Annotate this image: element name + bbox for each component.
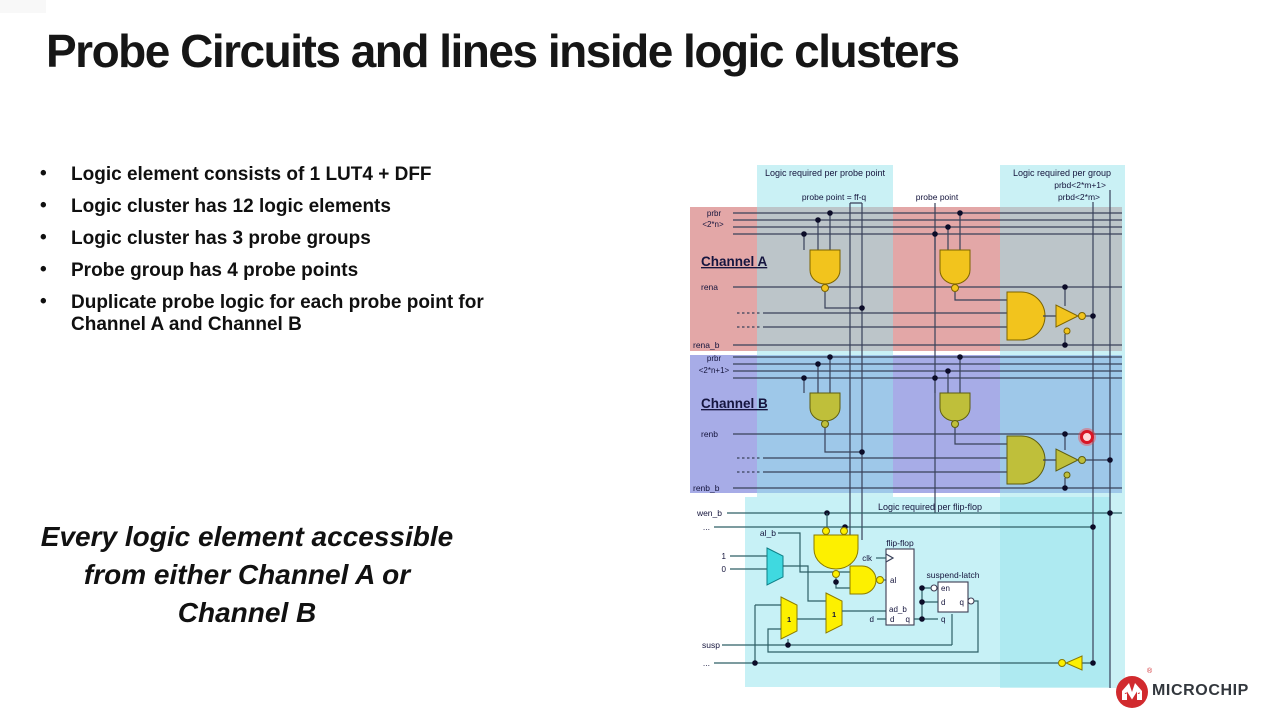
suspend-latch-title: suspend-latch (927, 570, 980, 580)
latch-q-bubble (967, 597, 975, 605)
label-probe-point: probe point (916, 192, 959, 202)
bullet-item: Logic element consists of 1 LUT4 + DFF (38, 163, 524, 186)
ellipsis-a: ... (703, 522, 710, 532)
clock-mux (766, 547, 784, 586)
label-susp: susp (702, 640, 720, 650)
label-prbr-b: prbr (707, 354, 722, 363)
bullet-item: Probe group has 4 probe points (38, 259, 524, 282)
ff-port-al: al (890, 576, 896, 585)
tristate-buffer-a (1055, 304, 1080, 328)
label-prbr-a: prbr (707, 209, 722, 218)
ff-port-ad-b: ad_b (889, 605, 907, 614)
page-title: Probe Circuits and lines inside logic cl… (46, 25, 960, 77)
label-probe-point-ffq: probe point = ff-q (802, 192, 867, 202)
inverter-bubble (1058, 659, 1066, 667)
bullet-item: Logic cluster has 12 logic elements (38, 195, 524, 218)
label-mux-in-1: 1 (722, 552, 727, 561)
prbd-wires (1092, 190, 1111, 688)
label-mux-in-0: 0 (722, 565, 727, 574)
label-ext-d: d (870, 615, 874, 624)
bus-lines-a (733, 212, 1122, 235)
probe-circuit-diagram: Logic required per probe point Logic req… (690, 163, 1130, 693)
nand-gate-b2 (939, 392, 971, 422)
probe-wires (849, 202, 936, 565)
label-wen-b: wen_b (696, 508, 722, 518)
registered-mark: ® (1147, 668, 1153, 675)
nand-gate-al (849, 565, 877, 595)
group-column (1000, 165, 1125, 688)
label-rena: rena (701, 282, 718, 292)
label-prbd-m1: prbd<2*m+1> (1054, 180, 1106, 190)
header-flipflop: Logic required per flip-flop (878, 502, 982, 512)
label-prbd-m: prbd<2*m> (1058, 192, 1100, 202)
inverter-gate (1064, 655, 1083, 671)
latch-port-en: en (941, 584, 950, 593)
label-ext-q: q (941, 615, 945, 624)
label-prbr-a-idx: <2*n> (702, 220, 724, 229)
bullet-item: Duplicate probe logic for each probe poi… (38, 291, 524, 336)
nand-gate-b1 (809, 392, 841, 422)
channel-a-title: Channel A (701, 254, 768, 269)
and-gate-a (1006, 291, 1046, 341)
and-inv-gate (813, 534, 859, 570)
nand-gate-a2 (939, 249, 971, 285)
callout-line: Channel B (177, 597, 317, 628)
microchip-logo-icon (1116, 676, 1148, 708)
channel-b-title: Channel B (701, 396, 768, 411)
label-al-b: al_b (760, 528, 776, 538)
and-gate-b (1006, 435, 1046, 485)
circuit-svg: Logic required per probe point Logic req… (690, 165, 1125, 688)
latch-port-q: q (960, 598, 964, 607)
ellipsis-b: ... (703, 658, 710, 668)
microchip-wordmark: MICROCHIP (1152, 682, 1249, 699)
dotted-stub-b (737, 457, 761, 473)
latch-en-bubble (930, 584, 938, 592)
nand-gate-a1 (809, 249, 841, 285)
callout-line: Every logic element accessible (40, 521, 454, 552)
label-renb: renb (701, 429, 718, 439)
ff-port-d: d (890, 615, 894, 624)
flipflop-box (885, 548, 915, 626)
probe-data-lines-a (763, 312, 1007, 328)
mux-1 (780, 596, 798, 640)
suspend-latch-box (937, 581, 969, 613)
callout-line: from either Channel A or (83, 559, 411, 590)
bullet-list: Logic element consists of 1 LUT4 + DFF L… (38, 163, 524, 346)
ff-port-q: q (906, 615, 910, 624)
red-highlight-marker (1078, 428, 1096, 446)
probe-data-lines-b (763, 457, 1007, 473)
label-clk: clk (862, 554, 873, 563)
corner-artifact (0, 0, 46, 13)
bullet-item: Logic cluster has 3 probe groups (38, 227, 524, 250)
flipflop-title: flip-flop (886, 538, 914, 548)
mux-1-label: 1 (787, 615, 791, 624)
clk-edge-triangle (885, 553, 895, 563)
header-group: Logic required per group (1013, 168, 1111, 178)
label-renb-b: renb_b (693, 483, 720, 493)
mux-2-label: 1 (832, 610, 836, 619)
tristate-buffer-b (1055, 448, 1080, 472)
bus-lines-b (733, 356, 1122, 379)
mux-2 (825, 592, 843, 634)
label-prbr-b-idx: <2*n+1> (699, 366, 730, 375)
latch-port-d: d (941, 598, 945, 607)
label-rena-b: rena_b (693, 340, 720, 350)
dotted-stub-a (737, 312, 761, 328)
header-probe-point: Logic required per probe point (765, 168, 886, 178)
nand-a1-bubble (821, 284, 829, 292)
callout-text: Every logic element accessible from eith… (16, 518, 478, 632)
microchip-logo: ® MICROCHIP (1106, 668, 1280, 716)
